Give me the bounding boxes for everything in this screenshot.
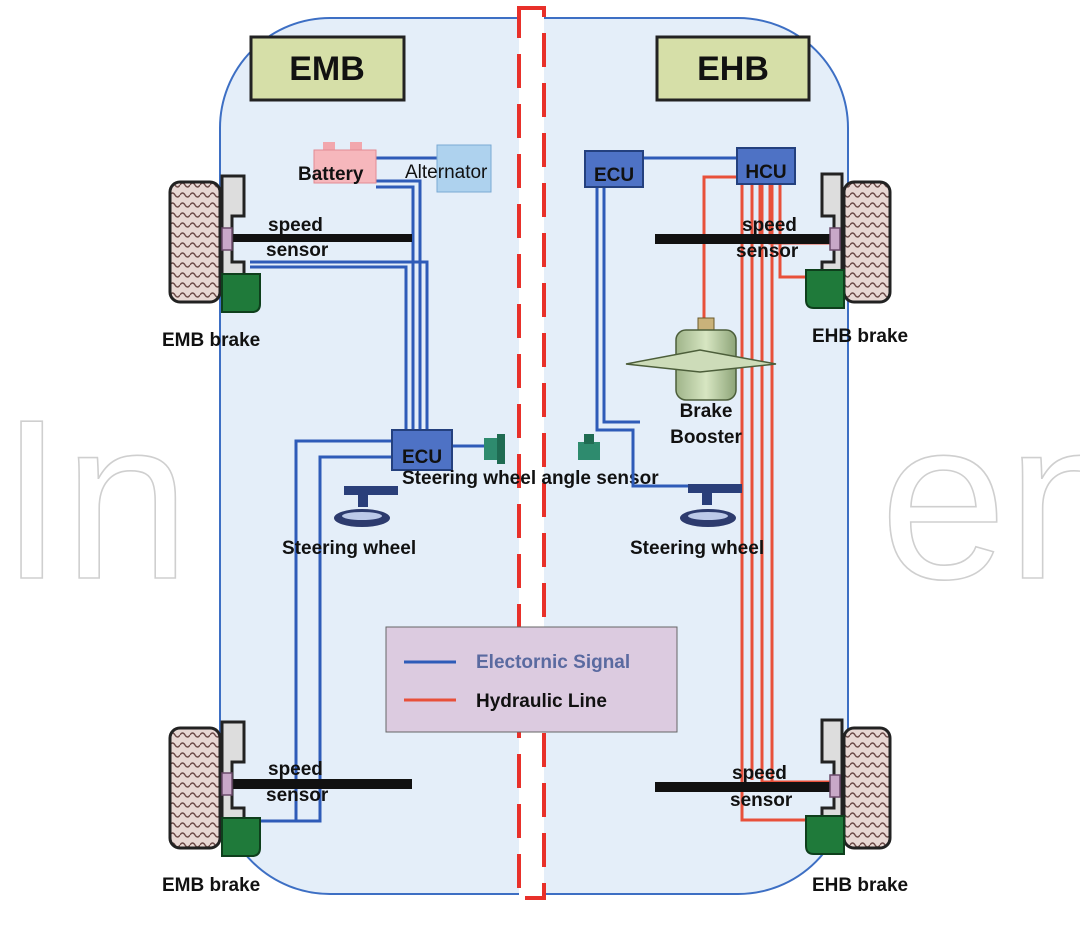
brake-booster-label-1: Brake — [680, 401, 733, 422]
legend-hydraulic-label: Hydraulic Line — [476, 691, 607, 712]
watermark-right: en — [880, 373, 1080, 627]
emb-front-speed-label-1: speed — [268, 215, 323, 236]
emb-front-brake-label: EMB brake — [162, 330, 260, 351]
emb-rear-wheel — [168, 720, 261, 857]
steering-angle-sensor-icon-right — [578, 434, 600, 460]
ehb-ecu-box — [584, 150, 644, 188]
legend-box — [385, 626, 678, 733]
legend-signal-label: Electornic Signal — [476, 652, 630, 673]
emb-front-axle — [226, 234, 412, 242]
ehb-rear-axle — [655, 782, 835, 792]
ehb-front-axle — [655, 234, 835, 244]
emb-front-speed-label-2: sensor — [266, 240, 329, 261]
ehb-signal-lines — [595, 156, 738, 488]
ehb-title-box: EHB — [655, 35, 811, 102]
emb-title-box: EMB — [249, 35, 406, 102]
hcu-label: HCU — [745, 162, 786, 183]
ehb-rear-wheel — [805, 718, 892, 855]
hcu-box — [736, 147, 796, 185]
ehb-ecu-label: ECU — [594, 165, 634, 186]
emb-ecu-label: ECU — [402, 447, 442, 468]
ehb-title: EHB — [697, 50, 769, 88]
legend: Electornic Signal Hydraulic Line — [385, 626, 678, 733]
ehb-front-wheel — [805, 172, 892, 309]
brake-booster-label-2: Booster — [670, 427, 742, 448]
steering-wheel-icon-left — [334, 486, 398, 527]
battery-icon — [313, 142, 377, 184]
ehb-rear-brake-label: EHB brake — [812, 875, 908, 896]
emb-rear-speed-label-2: sensor — [266, 785, 329, 806]
steering-angle-sensor-icon-left — [484, 434, 505, 464]
steering-wheel-icon-right — [680, 484, 742, 527]
emb-front-wheel — [168, 174, 261, 313]
steering-wheel-left-label: Steering wheel — [282, 538, 416, 559]
alternator-label: Alternator — [405, 162, 488, 183]
emb-rear-brake-label: EMB brake — [162, 875, 260, 896]
emb-signal-lines — [250, 156, 484, 823]
ehb-front-speed-label-2: sensor — [736, 241, 799, 262]
ehb-rear-speed-label-1: speed — [732, 763, 787, 784]
watermark-left: In — [0, 373, 190, 627]
alternator-icon — [436, 144, 492, 193]
emb-title: EMB — [289, 50, 365, 88]
ehb-front-brake-label: EHB brake — [812, 326, 908, 347]
emb-ecu-box — [391, 429, 453, 471]
emb-rear-speed-label-1: speed — [268, 759, 323, 780]
center-divider — [517, 6, 546, 900]
steering-angle-sensor-label: Steering wheel angle sensor — [402, 468, 659, 489]
ehb-rear-speed-label-2: sensor — [730, 790, 793, 811]
steering-wheel-right-label: Steering wheel — [630, 538, 764, 559]
brake-booster-icon — [625, 317, 777, 401]
battery-label: Battery — [298, 164, 364, 185]
emb-rear-axle — [226, 779, 412, 789]
ehb-front-speed-label-1: speed — [742, 215, 797, 236]
